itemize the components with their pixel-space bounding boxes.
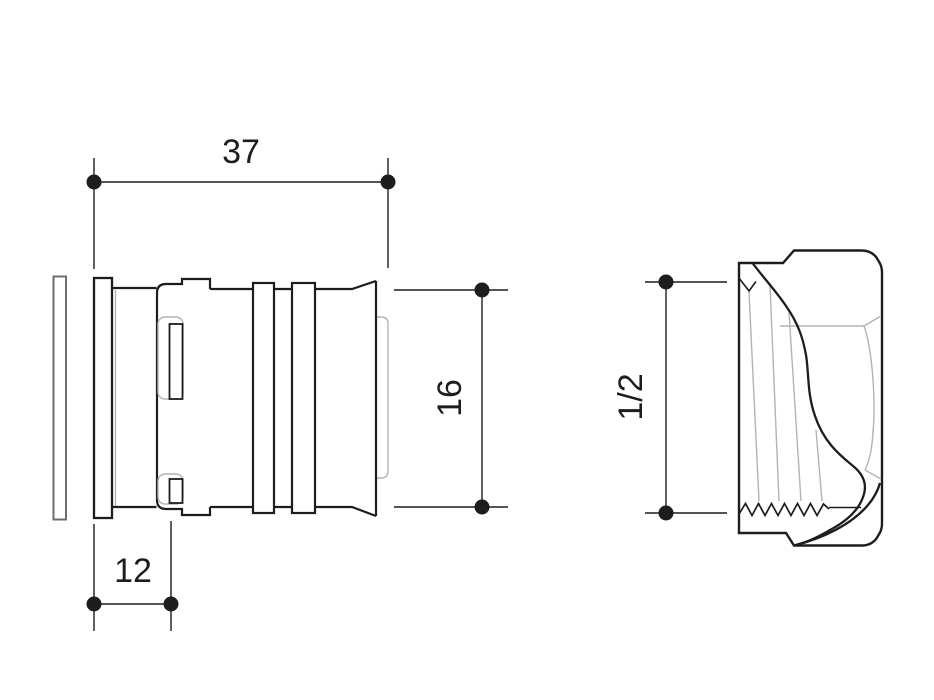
dimension-dot (163, 596, 179, 612)
dimension-insertion-depth: 12 (86, 521, 179, 631)
thread-start-notch (738, 277, 757, 293)
dimension-dot (380, 174, 396, 190)
thread-lines (748, 284, 823, 502)
union-nut-side-view (737, 249, 884, 547)
washer-profile (52, 275, 67, 521)
dimension-pipe-diameter: 16 (394, 282, 508, 515)
extension-lines-12 (93, 521, 172, 631)
dimension-dot (658, 505, 674, 521)
extension-lines-half (645, 281, 727, 514)
hex-facet-lines (780, 315, 882, 480)
grip-rib-2 (290, 281, 317, 515)
flange-profile (92, 276, 114, 520)
dimension-thread-size: 1/2 (612, 274, 727, 521)
dimension-label-insertion-depth: 12 (114, 552, 152, 590)
tube-and-cone-edges (210, 279, 378, 518)
dimension-label-thread-size: 1/2 (612, 373, 650, 420)
dimension-label-overall-length: 37 (222, 133, 260, 171)
hex-bottom-chamfer-curve (793, 482, 882, 547)
dimension-overall-length: 37 (86, 133, 396, 269)
dimension-dot (86, 174, 102, 190)
inspection-window-bottom (168, 478, 184, 504)
dimension-dot (474, 282, 490, 298)
pipe-stop-insert (375, 316, 389, 479)
hex-transition-curve (751, 262, 867, 547)
dimension-label-pipe-diameter: 16 (431, 379, 469, 417)
dimension-dot (474, 499, 490, 515)
thread-zigzag (738, 501, 830, 518)
extension-lines-37 (93, 158, 389, 269)
dimension-dot (658, 274, 674, 290)
body-section-edges (112, 286, 157, 509)
inspection-window-top (168, 323, 184, 400)
grip-rib-1 (251, 281, 276, 515)
dimension-dot (86, 596, 102, 612)
press-fitting-side-view (52, 275, 389, 521)
